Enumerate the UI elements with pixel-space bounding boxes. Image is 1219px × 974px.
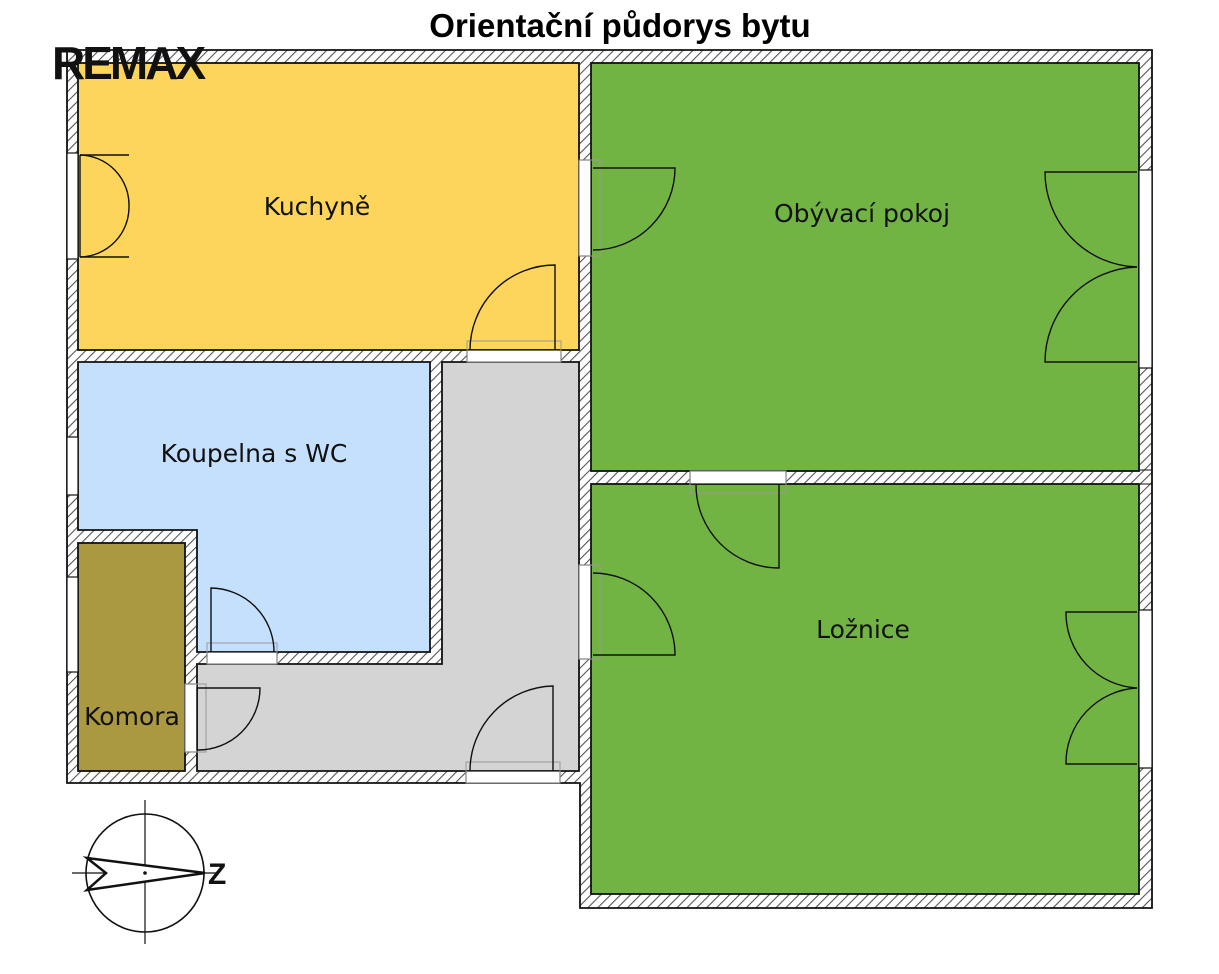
wall-openings <box>66 152 1153 784</box>
rooms <box>77 62 1140 895</box>
room-bathroom <box>77 361 431 653</box>
room-hallway <box>196 361 580 772</box>
label-kitchen: Kuchyně <box>264 192 371 221</box>
room-pantry <box>77 542 186 772</box>
remax-logo: REMAX <box>52 37 209 89</box>
room-bedroom <box>590 483 1140 895</box>
label-bathroom: Koupelna s WC <box>161 439 348 468</box>
label-pantry: Komora <box>84 702 180 731</box>
compass-icon: Z <box>72 800 226 944</box>
page-title: Orientační půdorys bytu <box>429 7 810 44</box>
label-bedroom: Ložnice <box>816 615 910 644</box>
room-kitchen <box>77 62 580 351</box>
svg-text:REMAX: REMAX <box>52 37 206 89</box>
door-swings <box>79 154 1138 772</box>
room-living <box>590 62 1140 472</box>
label-living-room: Obývací pokoj <box>774 199 950 228</box>
compass-label: Z <box>208 858 226 891</box>
